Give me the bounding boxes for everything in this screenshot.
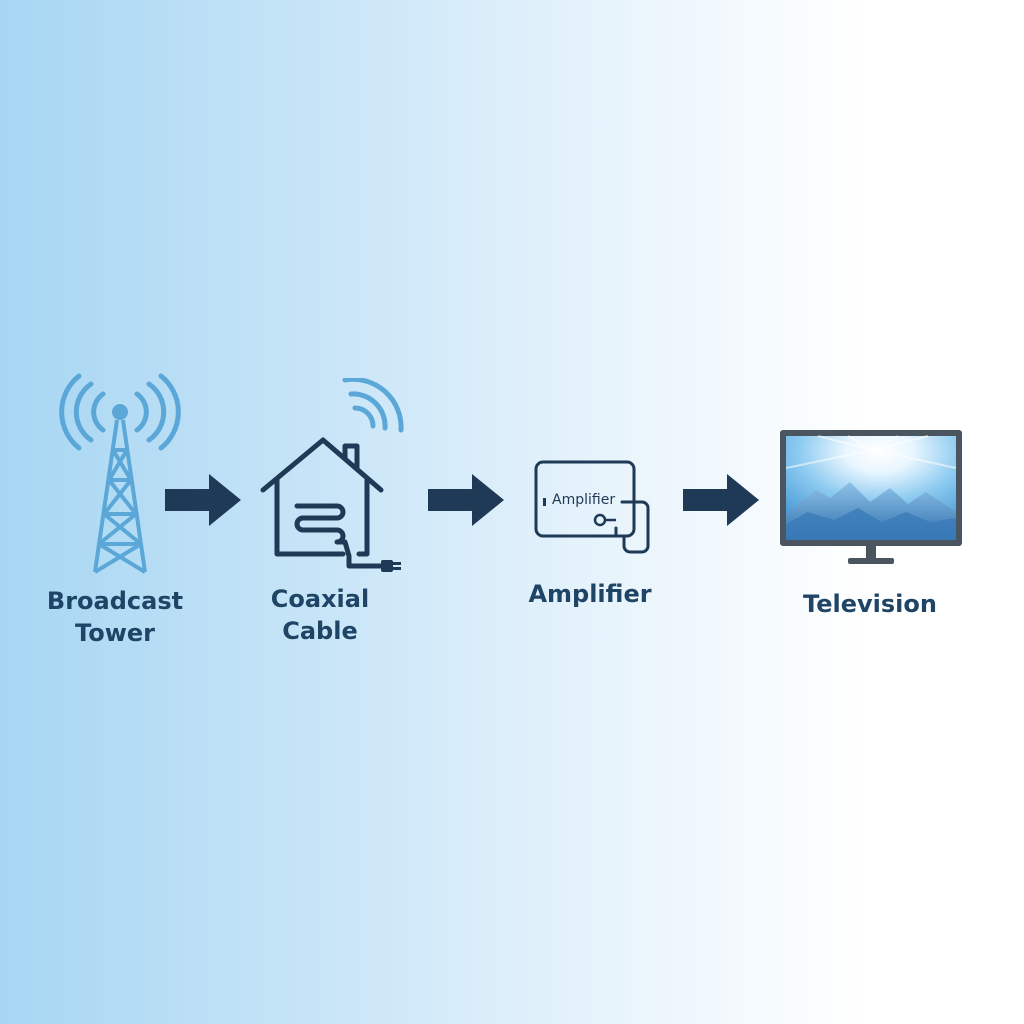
house-cable-icon — [260, 376, 404, 572]
amplifier-icon — [534, 460, 650, 554]
broadcast-tower-node — [55, 372, 185, 577]
broadcast-tower-label: Broadcast Tower — [46, 587, 184, 647]
broadcast-tower-icon — [59, 373, 181, 574]
coaxial-cable-node — [255, 376, 415, 578]
television-icon — [780, 430, 962, 564]
amplifier-node: Amplifier — [530, 458, 660, 562]
arrow-tower-to-cable — [165, 474, 241, 526]
amplifier-device-text: Amplifier — [552, 492, 616, 508]
television-node — [778, 428, 964, 570]
arrow-cable-to-amplifier — [428, 474, 504, 526]
coaxial-cable-label: Coaxial Cable — [270, 585, 370, 645]
amplifier-label: Amplifier — [528, 580, 652, 608]
arrow-amplifier-to-tv — [683, 474, 759, 526]
television-label: Television — [803, 590, 937, 618]
